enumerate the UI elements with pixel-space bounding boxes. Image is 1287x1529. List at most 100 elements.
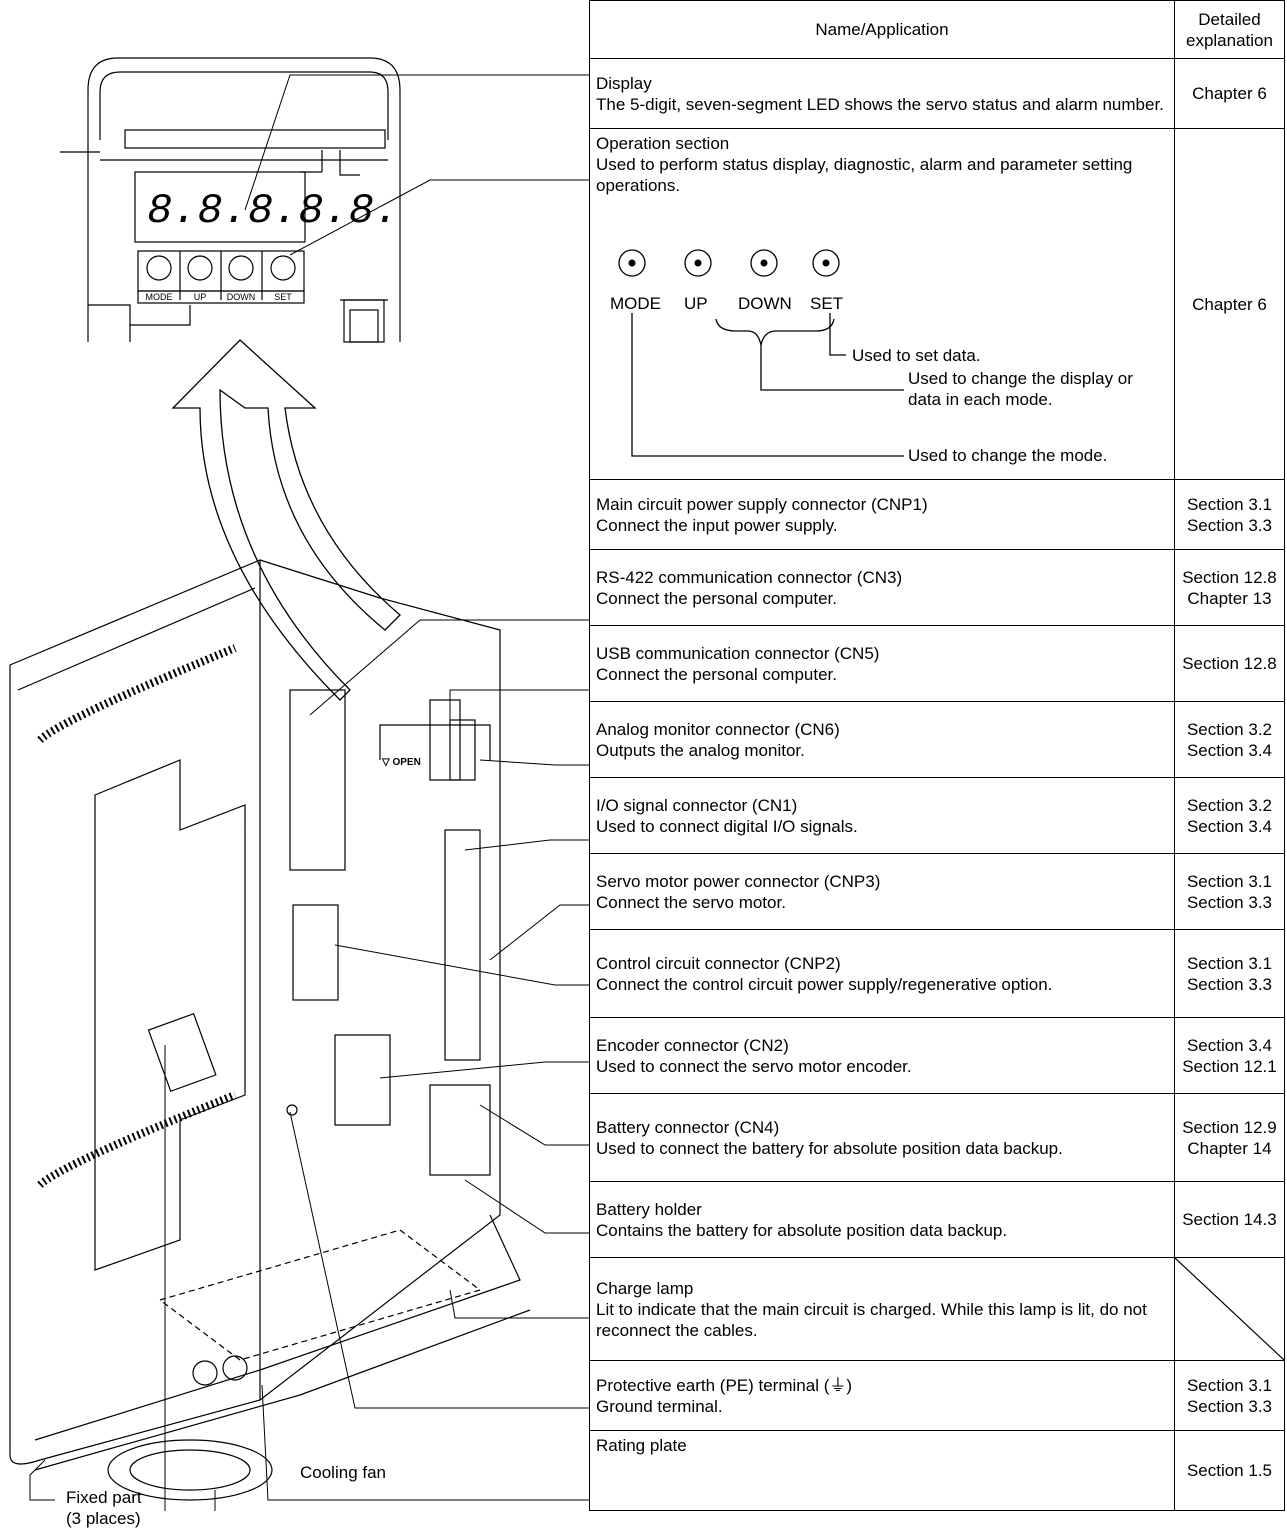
- row-desc: Lit to indicate that the main circuit is…: [596, 1299, 1168, 1341]
- row-ref: Section 3.3: [1181, 1396, 1278, 1417]
- row-name: USB communication connector (CN5): [596, 643, 1168, 664]
- parts-table: Name/Application Detailed explanation Di…: [589, 0, 1285, 1511]
- row-desc: Outputs the analog monitor.: [596, 740, 1168, 761]
- row-name-cell: Control circuit connector (CNP2)Connect …: [590, 930, 1175, 1018]
- row-ref: Chapter 6: [1181, 83, 1278, 104]
- row-desc: Used to connect digital I/O signals.: [596, 816, 1168, 837]
- table-row: I/O signal connector (CN1)Used to connec…: [590, 778, 1285, 854]
- row-ref-cell: Chapter 6: [1174, 59, 1284, 129]
- row-ref-cell: Section 12.8: [1174, 626, 1284, 702]
- row-name-cell: Servo motor power connector (CNP3)Connec…: [590, 854, 1175, 930]
- open-label: ▽ OPEN: [381, 757, 421, 768]
- row-desc: Connect the personal computer.: [596, 588, 1168, 609]
- row-name: Control circuit connector (CNP2): [596, 953, 1168, 974]
- row-ref: Section 12.8: [1181, 567, 1278, 588]
- op-note-mode: Used to change the mode.: [908, 445, 1138, 466]
- row-name-cell: USB communication connector (CN5)Connect…: [590, 626, 1175, 702]
- panel-mode-label: MODE: [146, 292, 173, 302]
- panel-set-label: SET: [274, 292, 292, 302]
- row-ref: Section 3.3: [1181, 515, 1278, 536]
- table-row: Encoder connector (CN2)Used to connect t…: [590, 1018, 1285, 1094]
- amplifier-body: [10, 560, 530, 1500]
- row-name-cell: Charge lampLit to indicate that the main…: [590, 1258, 1175, 1361]
- table-row: Battery connector (CN4)Used to connect t…: [590, 1094, 1285, 1182]
- row-ref: Section 3.4: [1181, 816, 1278, 837]
- row-name-cell: Encoder connector (CN2)Used to connect t…: [590, 1018, 1175, 1094]
- row-ref: Section 1.5: [1181, 1460, 1278, 1481]
- row-name: I/O signal connector (CN1): [596, 795, 1168, 816]
- row-desc: Connect the control circuit power supply…: [596, 974, 1168, 995]
- row-name: Protective earth (PE) terminal (⏚): [596, 1375, 1168, 1396]
- row-ref-cell-empty: [1174, 1258, 1284, 1361]
- row-desc: Ground terminal.: [596, 1396, 1168, 1417]
- row-name-cell: Rating plate: [590, 1431, 1175, 1511]
- row-ref: Section 3.4: [1181, 740, 1278, 761]
- fixed-part-label: Fixed part (3 places): [66, 1487, 142, 1529]
- table-row: Servo motor power connector (CNP3)Connec…: [590, 854, 1285, 930]
- row-name: Battery connector (CN4): [596, 1117, 1168, 1138]
- panel-button-labels: MODE UP DOWN SET: [146, 292, 293, 302]
- row-name: Servo motor power connector (CNP3): [596, 871, 1168, 892]
- row-ref: Section 3.1: [1181, 1375, 1278, 1396]
- row-ref: Section 3.1: [1181, 953, 1278, 974]
- table-row: RS-422 communication connector (CN3)Conn…: [590, 550, 1285, 626]
- op-up-label: UP: [684, 293, 708, 314]
- row-name-cell: I/O signal connector (CN1)Used to connec…: [590, 778, 1175, 854]
- table-header-row: Name/Application Detailed explanation: [590, 1, 1285, 59]
- row-ref: Section 12.1: [1181, 1056, 1278, 1077]
- row-ref: Section 12.8: [1181, 653, 1278, 674]
- table-row: USB communication connector (CN5)Connect…: [590, 626, 1285, 702]
- row-name: Main circuit power supply connector (CNP…: [596, 494, 1168, 515]
- row-name: Analog monitor connector (CN6): [596, 719, 1168, 740]
- row-desc: Connect the personal computer.: [596, 664, 1168, 685]
- row-name: Charge lamp: [596, 1278, 1168, 1299]
- row-desc: The 5-digit, seven-segment LED shows the…: [596, 94, 1168, 115]
- row-name-cell: Protective earth (PE) terminal (⏚)Ground…: [590, 1361, 1175, 1431]
- cooling-fan-label: Cooling fan: [300, 1463, 386, 1483]
- row-ref: Chapter 14: [1181, 1138, 1278, 1159]
- row-ref-cell: Section 1.5: [1174, 1431, 1284, 1511]
- not-applicable-diagonal: [1175, 1258, 1284, 1360]
- header-name-application: Name/Application: [590, 1, 1175, 59]
- table-row: Protective earth (PE) terminal (⏚)Ground…: [590, 1361, 1285, 1431]
- row-ref: Section 3.4: [1181, 1035, 1278, 1056]
- row-desc: Used to connect the battery for absolute…: [596, 1138, 1168, 1159]
- fixed-part-count: (3 places): [66, 1509, 141, 1528]
- row-ref: Section 14.3: [1181, 1209, 1278, 1230]
- row-ref-cell: Section 14.3: [1174, 1182, 1284, 1258]
- row-ref: Section 3.1: [1181, 871, 1278, 892]
- row-name: Display: [596, 73, 1168, 94]
- servo-amplifier-illustration: 8.8.8.8.8. MODE UP DOWN SET ▽ OPEN: [0, 0, 590, 1511]
- row-name-cell: Main circuit power supply connector (CNP…: [590, 480, 1175, 550]
- row-ref: Section 3.3: [1181, 974, 1278, 995]
- operation-buttons-diagram: [596, 133, 1170, 475]
- table-row: Analog monitor connector (CN6)Outputs th…: [590, 702, 1285, 778]
- op-set-label: SET: [810, 293, 843, 314]
- table-row: Rating plate Section 1.5: [590, 1431, 1285, 1511]
- row-name-cell: Operation section Used to perform status…: [590, 129, 1175, 480]
- row-ref: Section 3.2: [1181, 719, 1278, 740]
- table-row: Battery holderContains the battery for a…: [590, 1182, 1285, 1258]
- header-detailed-explanation: Detailed explanation: [1174, 1, 1284, 59]
- row-ref: Chapter 6: [1181, 294, 1278, 315]
- row-name: RS-422 communication connector (CN3): [596, 567, 1168, 588]
- op-down-label: DOWN: [738, 293, 792, 314]
- table-row: Control circuit connector (CNP2)Connect …: [590, 930, 1285, 1018]
- panel-down-label: DOWN: [227, 292, 256, 302]
- row-name: Rating plate: [596, 1435, 1168, 1456]
- row-name-cell: Analog monitor connector (CN6)Outputs th…: [590, 702, 1175, 778]
- row-name: Encoder connector (CN2): [596, 1035, 1168, 1056]
- row-name-cell: Battery connector (CN4)Used to connect t…: [590, 1094, 1175, 1182]
